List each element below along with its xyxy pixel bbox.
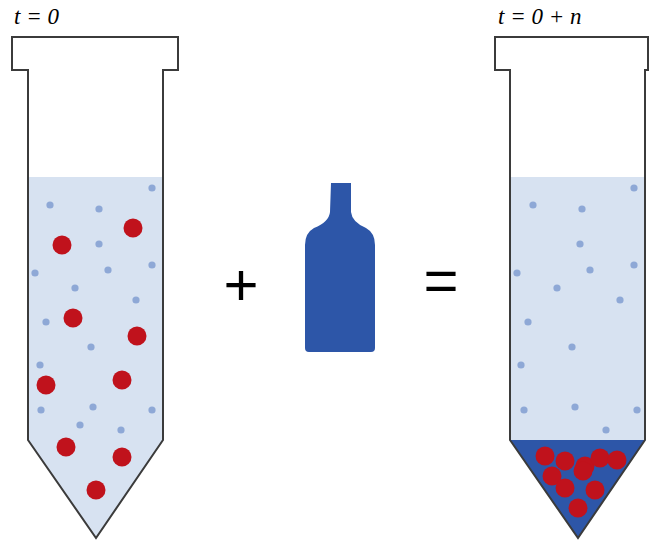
small-particle — [104, 266, 111, 273]
large-particle — [574, 462, 593, 481]
small-particle — [31, 269, 38, 276]
particles — [31, 184, 155, 499]
small-particle — [553, 284, 560, 291]
small-particle — [87, 343, 94, 350]
large-particle — [87, 481, 106, 500]
small-particle — [117, 426, 124, 433]
large-particle — [53, 236, 72, 255]
liquid — [28, 177, 163, 538]
small-particle — [630, 184, 637, 191]
small-particle — [95, 205, 102, 212]
small-particle — [148, 406, 155, 413]
small-particle — [576, 240, 583, 247]
small-particle — [42, 318, 49, 325]
large-particle — [128, 327, 147, 346]
time-label: t = 0 + n — [498, 5, 581, 28]
large-particle — [586, 481, 605, 500]
reagent-bottle — [305, 183, 375, 352]
small-particle — [46, 201, 53, 208]
liquid — [510, 177, 645, 440]
small-particle — [571, 403, 578, 410]
small-particle — [586, 266, 593, 273]
large-particle — [569, 499, 588, 518]
tube-right — [495, 37, 648, 538]
tube-left — [12, 37, 178, 538]
large-particle — [556, 479, 575, 498]
large-particle — [37, 376, 56, 395]
small-particle — [89, 403, 96, 410]
small-particle — [36, 361, 43, 368]
small-particle — [616, 296, 623, 303]
tube-outline — [12, 37, 178, 538]
large-particle — [124, 219, 143, 238]
small-particle — [524, 318, 531, 325]
small-particle — [513, 269, 520, 276]
large-particle — [556, 452, 575, 471]
plus-sign: + — [223, 255, 258, 315]
large-particle — [591, 449, 610, 468]
large-particle — [536, 447, 555, 466]
small-particle — [148, 184, 155, 191]
tube-outline — [495, 37, 648, 538]
small-particle — [602, 426, 609, 433]
equals-sign: = — [423, 251, 458, 311]
small-particle — [529, 201, 536, 208]
large-particle — [608, 451, 627, 470]
small-particle — [148, 261, 155, 268]
large-particle — [113, 448, 132, 467]
large-particle — [57, 438, 76, 457]
small-particle — [76, 421, 83, 428]
small-particle — [568, 343, 575, 350]
small-particle — [633, 406, 640, 413]
small-particle — [95, 240, 102, 247]
small-particle — [520, 406, 527, 413]
small-particle — [37, 406, 44, 413]
small-particle — [132, 296, 139, 303]
small-particle — [71, 284, 78, 291]
particles — [513, 184, 640, 517]
small-particle — [517, 361, 524, 368]
small-particle — [630, 261, 637, 268]
small-particle — [578, 205, 585, 212]
large-particle — [113, 371, 132, 390]
large-particle — [64, 309, 83, 328]
pellet-layer — [510, 440, 645, 538]
time-label: t = 0 — [14, 5, 59, 28]
